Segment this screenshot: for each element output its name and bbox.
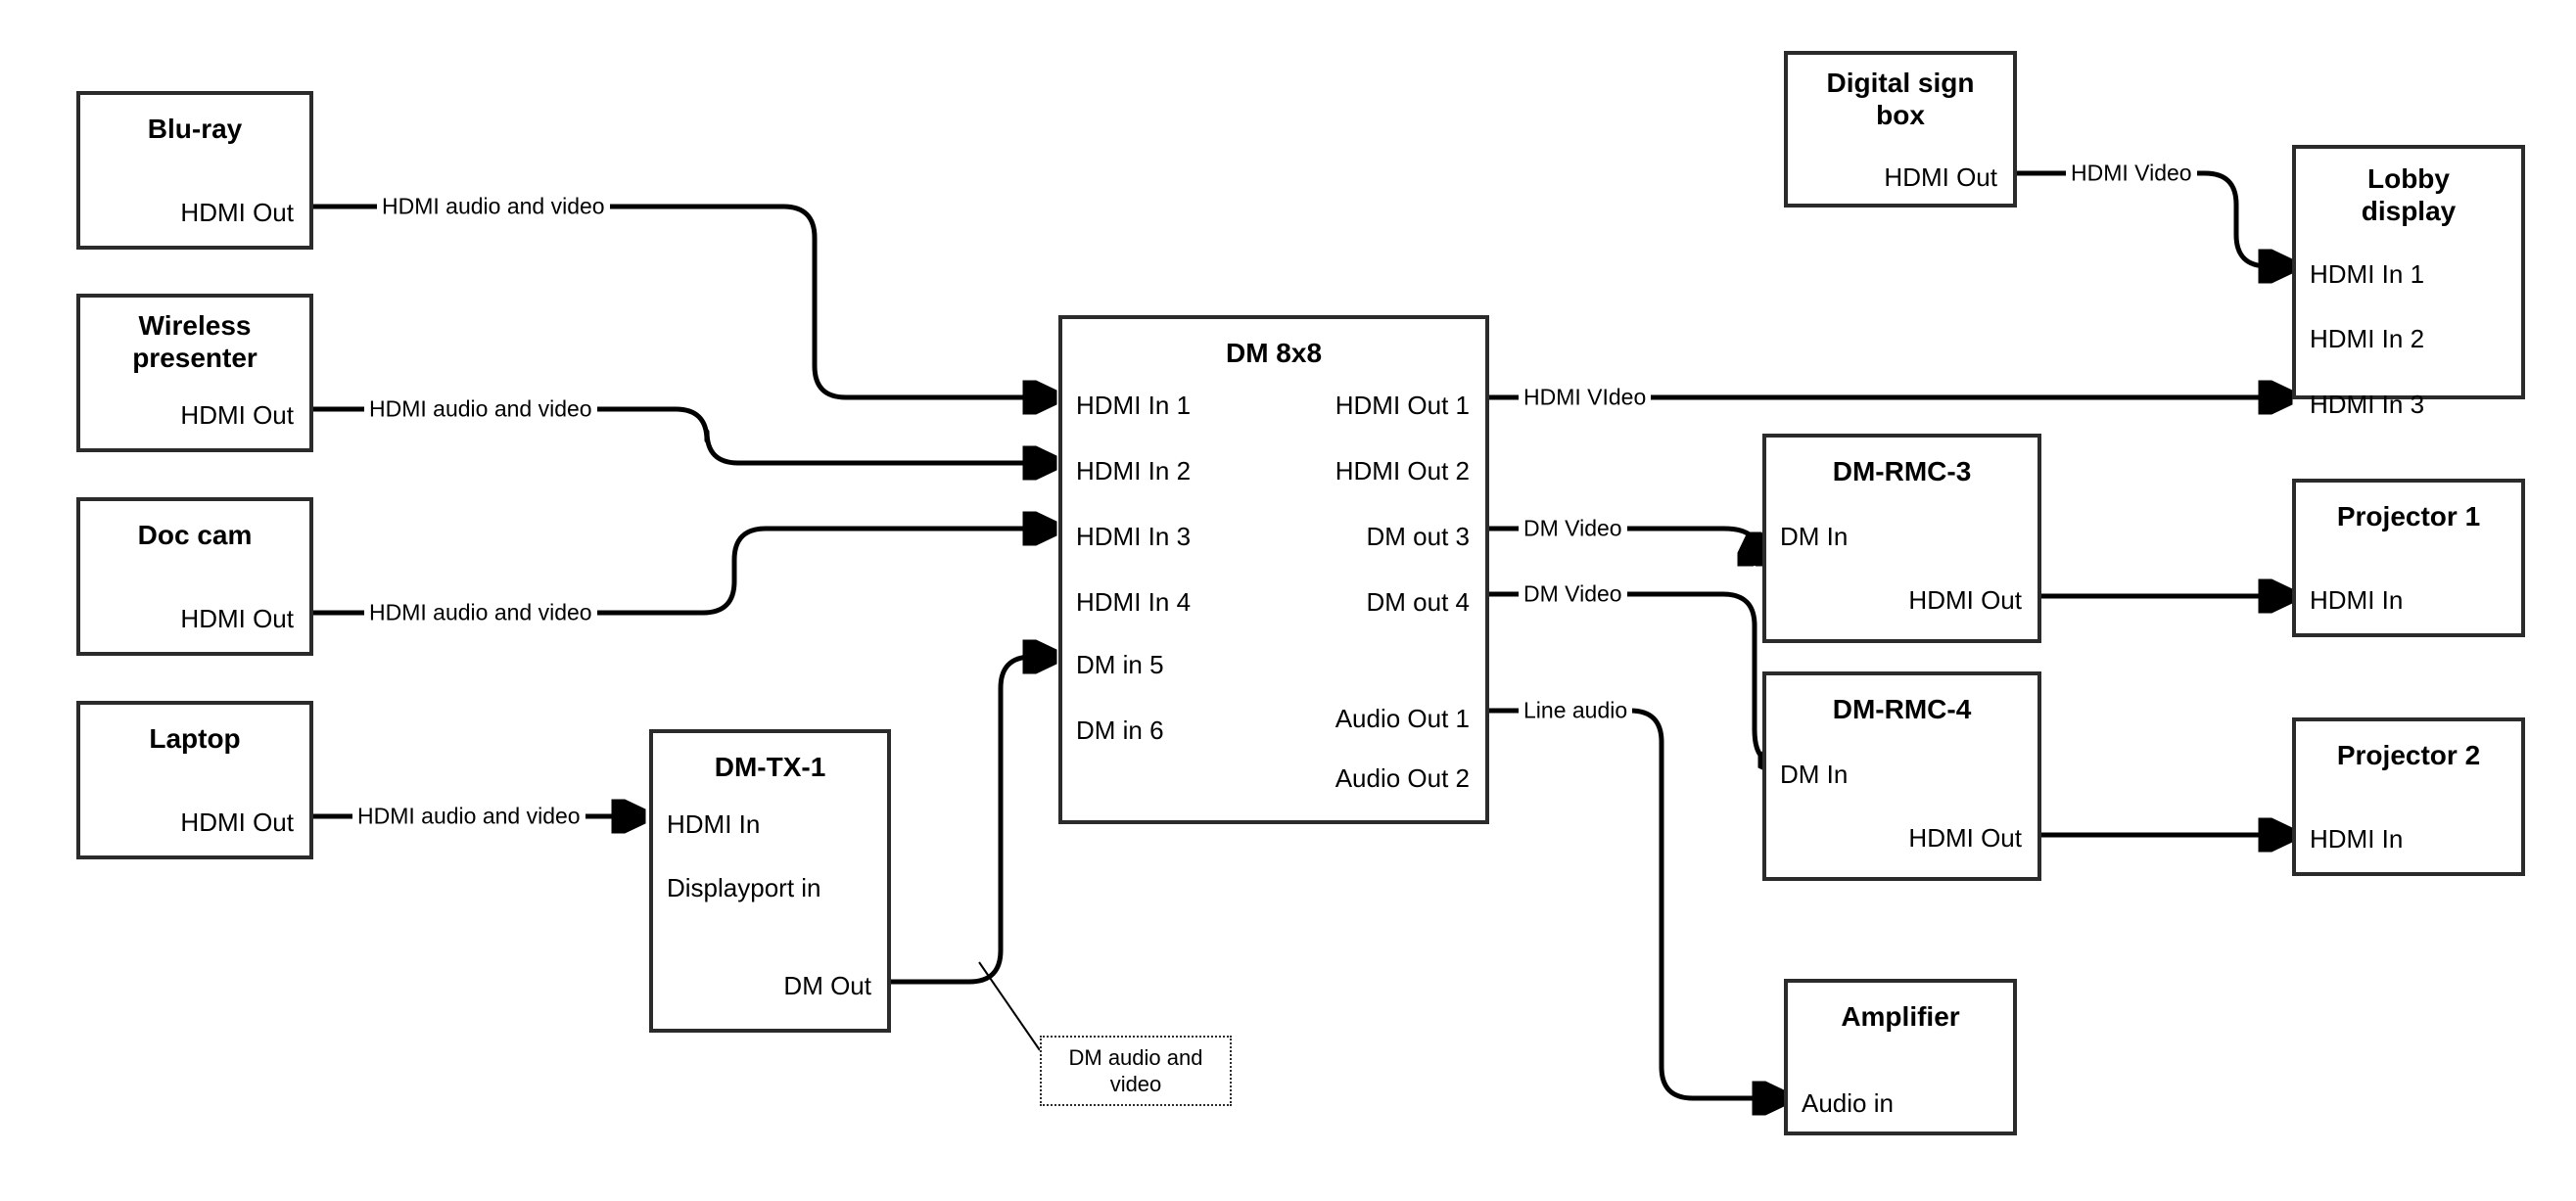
node-amplifier[interactable]: Amplifier Audio in bbox=[1784, 979, 2017, 1135]
node-digital-sign-box-port-hdmi-out[interactable]: HDMI Out bbox=[1884, 162, 1997, 192]
edge-label-dm-out3-to-rmc3: DM Video bbox=[1519, 517, 1627, 540]
wire-signbox-to-lobby-hdmi-in-1 bbox=[2017, 170, 2288, 266]
node-doc-cam-port-hdmi-out[interactable]: HDMI Out bbox=[180, 604, 294, 633]
edge-label-dm-out4-to-rmc4: DM Video bbox=[1519, 582, 1627, 606]
node-wireless-presenter-port-hdmi-out[interactable]: HDMI Out bbox=[180, 400, 294, 430]
node-doc-cam-title: Doc cam bbox=[137, 520, 253, 550]
node-dm-tx-1-port-hdmi-in[interactable]: HDMI In bbox=[667, 809, 761, 839]
node-bluray[interactable]: Blu-ray HDMI Out bbox=[76, 91, 313, 250]
node-dm-8x8-input-hdmi-in-3[interactable]: HDMI In 3 bbox=[1076, 522, 1192, 551]
node-dm-8x8-output-hdmi-out-1[interactable]: HDMI Out 1 bbox=[1335, 391, 1470, 420]
node-projector-2-port-hdmi-in[interactable]: HDMI In bbox=[2310, 824, 2404, 854]
node-laptop-title: Laptop bbox=[149, 723, 241, 754]
node-amplifier-port-audio-in[interactable]: Audio in bbox=[1802, 1088, 1894, 1118]
node-dm-8x8-title: DM 8x8 bbox=[1225, 338, 1323, 368]
node-dm-rmc-4[interactable]: DM-RMC-4 DM In HDMI Out bbox=[1762, 671, 2041, 881]
node-lobby-display-input-hdmi-in-2[interactable]: HDMI In 2 bbox=[2310, 324, 2425, 353]
node-laptop[interactable]: Laptop HDMI Out bbox=[76, 701, 313, 859]
edge-label-audio-out1-to-amplifier: Line audio bbox=[1519, 699, 1633, 722]
node-dm-8x8-output-audio-out-1[interactable]: Audio Out 1 bbox=[1335, 704, 1470, 733]
node-dm-8x8-output-dm-out-4[interactable]: DM out 4 bbox=[1366, 587, 1471, 617]
node-dm-tx-1-port-displayport-in[interactable]: Displayport in bbox=[667, 873, 821, 902]
node-lobby-display-input-hdmi-in-3[interactable]: HDMI In 3 bbox=[2310, 390, 2425, 419]
wire-dm-out-4-to-dmrmc4 bbox=[1489, 591, 1772, 761]
node-doc-cam[interactable]: Doc cam HDMI Out bbox=[76, 497, 313, 656]
node-dm-rmc-4-port-hdmi-out[interactable]: HDMI Out bbox=[1908, 823, 2022, 853]
node-dm-rmc-3-port-hdmi-out[interactable]: HDMI Out bbox=[1908, 585, 2022, 615]
wire-dmtx1-to-dm-in-5 bbox=[891, 657, 1053, 985]
node-lobby-display[interactable]: Lobby display HDMI In 1 HDMI In 2 HDMI I… bbox=[2292, 145, 2525, 417]
node-dm-rmc-4-title: DM-RMC-4 bbox=[1832, 694, 1972, 724]
node-digital-sign-box[interactable]: Digital sign box HDMI Out bbox=[1784, 51, 2017, 208]
node-bluray-port-hdmi-out[interactable]: HDMI Out bbox=[180, 198, 294, 227]
annotation-dm-audio-and-video-text: DM audio and video bbox=[1068, 1044, 1203, 1097]
node-dm-rmc-3-title: DM-RMC-3 bbox=[1832, 456, 1972, 486]
node-projector-2[interactable]: Projector 2 HDMI In bbox=[2292, 717, 2525, 876]
node-amplifier-title: Amplifier bbox=[1841, 1001, 1960, 1032]
node-projector-1-title: Projector 1 bbox=[2336, 501, 2481, 531]
node-dm-tx-1-title: DM-TX-1 bbox=[714, 752, 826, 782]
wire-audio-out-1-to-amplifier bbox=[1489, 708, 1782, 1098]
node-bluray-title: Blu-ray bbox=[147, 114, 243, 144]
node-dm-8x8-input-dm-in-5[interactable]: DM in 5 bbox=[1076, 650, 1164, 679]
wire-bluray-to-dm-hdmi-in-1 bbox=[313, 204, 1053, 397]
node-dm-tx-1-port-dm-out[interactable]: DM Out bbox=[783, 971, 871, 1000]
edge-label-bluray-to-dm: HDMI audio and video bbox=[377, 195, 610, 218]
node-dm-8x8-input-hdmi-in-2[interactable]: HDMI In 2 bbox=[1076, 456, 1192, 485]
leader-line-dm-audio-video-note bbox=[978, 961, 1041, 1051]
node-digital-sign-box-title: Digital sign box bbox=[1826, 68, 1975, 131]
edge-label-dm-out1-to-lobby: HDMI VIdeo bbox=[1519, 386, 1652, 409]
node-projector-1-port-hdmi-in[interactable]: HDMI In bbox=[2310, 585, 2404, 615]
node-dm-8x8-input-hdmi-in-4[interactable]: HDMI In 4 bbox=[1076, 587, 1192, 617]
node-lobby-display-input-hdmi-in-1[interactable]: HDMI In 1 bbox=[2310, 259, 2425, 289]
node-dm-8x8-input-dm-in-6[interactable]: DM in 6 bbox=[1076, 716, 1164, 745]
node-laptop-port-hdmi-out[interactable]: HDMI Out bbox=[180, 808, 294, 837]
node-dm-8x8-output-dm-out-3[interactable]: DM out 3 bbox=[1366, 522, 1471, 551]
node-projector-1[interactable]: Projector 1 HDMI In bbox=[2292, 479, 2525, 637]
edge-label-doccam-to-dm: HDMI audio and video bbox=[364, 601, 597, 624]
edge-label-wireless-to-dm: HDMI audio and video bbox=[364, 397, 597, 421]
node-dm-rmc-3[interactable]: DM-RMC-3 DM In HDMI Out bbox=[1762, 434, 2041, 643]
node-dm-8x8[interactable]: DM 8x8 HDMI In 1 HDMI In 2 HDMI In 3 HDM… bbox=[1058, 315, 1489, 824]
node-dm-8x8-input-hdmi-in-1[interactable]: HDMI In 1 bbox=[1076, 391, 1192, 420]
annotation-dm-audio-and-video: DM audio and video bbox=[1040, 1036, 1232, 1106]
node-lobby-display-title: Lobby display bbox=[2361, 163, 2457, 227]
node-dm-tx-1[interactable]: DM-TX-1 HDMI In Displayport in DM Out bbox=[649, 729, 891, 1033]
node-dm-rmc-4-port-dm-in[interactable]: DM In bbox=[1780, 760, 1849, 789]
node-projector-2-title: Projector 2 bbox=[2336, 740, 2481, 770]
node-wireless-presenter-title: Wireless presenter bbox=[132, 310, 258, 374]
node-dm-8x8-output-hdmi-out-2[interactable]: HDMI Out 2 bbox=[1335, 456, 1470, 485]
node-dm-8x8-output-audio-out-2[interactable]: Audio Out 2 bbox=[1335, 763, 1470, 793]
node-dm-rmc-3-port-dm-in[interactable]: DM In bbox=[1780, 522, 1849, 551]
edge-label-laptop-to-dmtx1: HDMI audio and video bbox=[352, 805, 585, 828]
edge-label-signbox-to-lobby: HDMI Video bbox=[2066, 162, 2197, 185]
node-wireless-presenter[interactable]: Wireless presenter HDMI Out bbox=[76, 294, 313, 452]
